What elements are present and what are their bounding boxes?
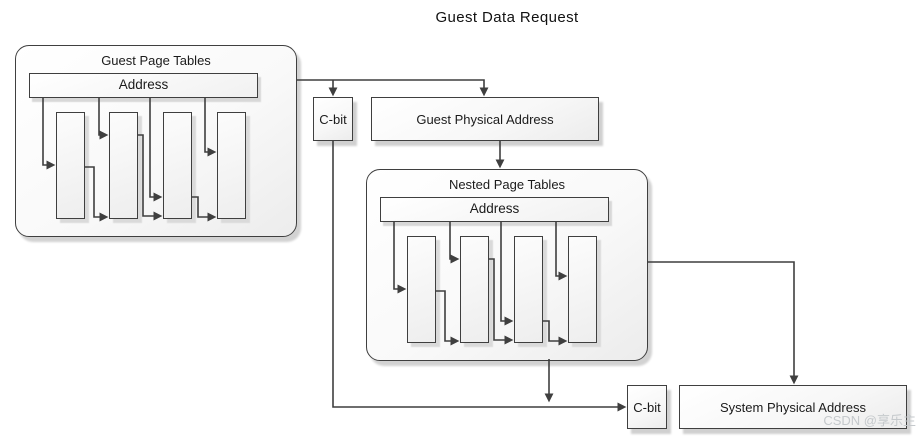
c-bit-bottom-box: C-bit	[627, 385, 667, 429]
nested-page-table-column-1	[407, 236, 436, 343]
system-physical-address-box: System Physical Address	[679, 385, 907, 429]
guest-page-tables-title: Guest Page Tables	[101, 53, 211, 68]
nested-page-table-column-4	[568, 236, 597, 343]
diagram-title: Guest Data Request	[435, 9, 579, 26]
guest-page-table-column-4	[217, 112, 246, 219]
nested-page-tables-box: Nested Page Tables Address	[366, 169, 648, 361]
c-bit-top-box: C-bit	[313, 97, 353, 141]
guest-physical-address-box: Guest Physical Address	[371, 97, 599, 141]
nested-page-table-column-2	[460, 236, 489, 343]
guest-page-tables-box: Guest Page Tables Address	[15, 45, 297, 237]
guest-page-table-column-2	[109, 112, 138, 219]
nested-page-tables-title: Nested Page Tables	[448, 177, 566, 192]
nested-address-bar: Address	[380, 197, 609, 222]
guest-page-table-column-3	[163, 112, 192, 219]
guest-page-table-column-1	[56, 112, 85, 219]
watermark-text: CSDN @享乐主	[823, 413, 916, 428]
nested-page-table-column-3	[514, 236, 543, 343]
guest-address-bar: Address	[29, 73, 258, 98]
